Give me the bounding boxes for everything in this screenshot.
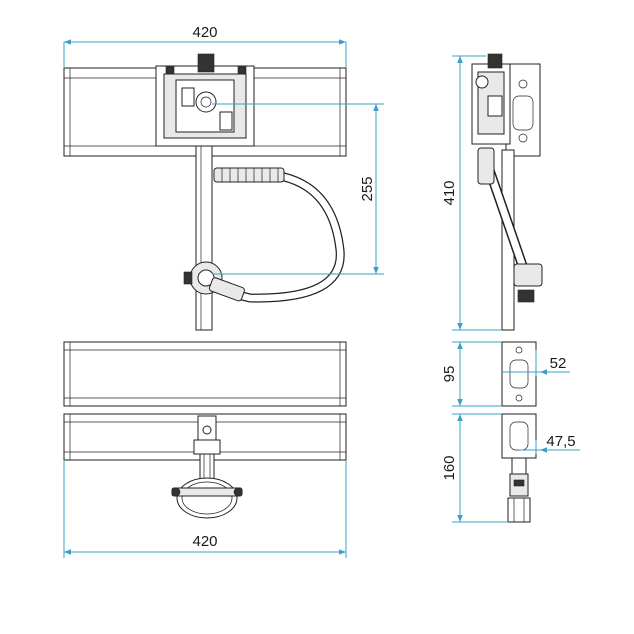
bottom-side-assembly (501, 413, 537, 523)
hose-connector-top (213, 167, 285, 183)
dim-hose-height: 255 (212, 103, 384, 275)
dim-top-width: 420 (63, 24, 347, 68)
bottom-side-plate (501, 413, 537, 459)
bottom-rail-view (63, 413, 347, 519)
center-port (195, 91, 217, 113)
dim-label-hose-height: 255 (359, 176, 376, 201)
front-view-assembly (63, 53, 347, 331)
side-view-assembly (471, 53, 543, 331)
dim-label-side-height: 410 (441, 180, 458, 205)
dim-offset: 47,5 (519, 433, 580, 454)
middle-rail (63, 341, 347, 407)
dim-medium-height: 95 (441, 341, 502, 407)
dim-label-offset: 47,5 (546, 433, 575, 450)
dim-label-bottom-height: 160 (441, 455, 458, 480)
small-plate-view (501, 341, 537, 407)
bottom-side-fitting (507, 497, 531, 523)
dim-label-top-width: 420 (192, 24, 217, 41)
dim-small-plate: 52 (502, 350, 570, 376)
small-plate (501, 341, 537, 407)
hose-outer (224, 169, 345, 303)
front-post (195, 145, 213, 331)
side-lower-fitting (513, 263, 543, 287)
dim-label-small-plate: 52 (550, 355, 567, 372)
dim-label-medium-height: 95 (441, 366, 458, 383)
dim-side-height: 410 (441, 55, 502, 331)
middle-rail-view (63, 341, 347, 407)
dim-bottom-height: 160 (441, 413, 508, 523)
clamp-bar (171, 487, 243, 497)
top-connector (197, 53, 215, 73)
side-mounting-plate (505, 63, 541, 157)
dim-label-bottom-width: 420 (192, 533, 217, 550)
dim-bottom-width: 420 (63, 460, 347, 558)
